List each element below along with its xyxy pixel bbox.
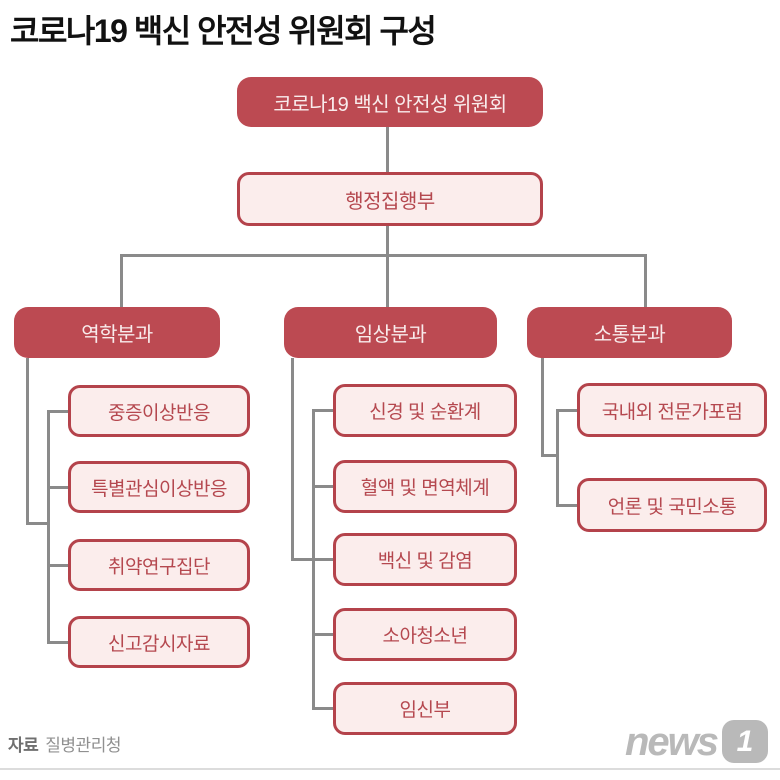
news1-logo-text: news — [624, 719, 719, 764]
source-value: 질병관리청 — [45, 736, 121, 755]
connector-line — [312, 409, 333, 412]
org-node-executive: 행정집행부 — [237, 172, 543, 226]
connector-line — [386, 127, 389, 172]
connector-line — [556, 409, 577, 412]
source-label: 자료 — [8, 736, 39, 755]
source-credit: 자료 질병관리청 — [8, 731, 121, 756]
org-node-child: 백신 및 감염 — [333, 533, 517, 586]
org-node-child: 신고감시자료 — [68, 616, 250, 668]
bottom-divider — [0, 768, 780, 770]
org-node-root: 코로나19 백신 안전성 위원회 — [237, 77, 543, 127]
org-node-branch-clinical: 임상분과 — [284, 307, 497, 358]
connector-line — [556, 409, 559, 507]
org-node-child: 취약연구집단 — [68, 539, 250, 591]
connector-line — [312, 707, 333, 710]
org-node-child: 국내외 전문가포럼 — [577, 383, 767, 437]
connector-line — [312, 485, 333, 488]
org-node-child: 소아청소년 — [333, 608, 517, 661]
news1-logo: news 1 — [625, 720, 768, 763]
connector-line — [47, 641, 68, 644]
org-node-child: 특별관심이상반응 — [68, 461, 250, 513]
connector-line — [47, 486, 68, 489]
connector-line — [312, 633, 333, 636]
connector-line — [541, 454, 559, 457]
news1-logo-badge-icon: 1 — [722, 720, 768, 763]
org-node-child: 언론 및 국민소통 — [577, 478, 767, 532]
connector-line — [26, 522, 50, 525]
connector-line — [26, 358, 29, 525]
connector-line — [386, 226, 389, 256]
connector-line — [312, 558, 333, 561]
connector-line — [47, 564, 68, 567]
org-node-child: 신경 및 순환계 — [333, 384, 517, 437]
org-node-child: 중증이상반응 — [68, 385, 250, 437]
connector-line — [47, 410, 68, 413]
connector-line — [556, 504, 577, 507]
connector-line — [644, 254, 647, 307]
connector-line — [291, 558, 315, 561]
page-title: 코로나19 백신 안전성 위원회 구성 — [10, 13, 437, 49]
connector-line — [386, 254, 389, 307]
connector-line — [120, 254, 647, 257]
connector-line — [541, 358, 544, 457]
org-node-child: 임신부 — [333, 682, 517, 735]
org-node-child: 혈액 및 면역체계 — [333, 460, 517, 513]
connector-line — [291, 358, 294, 561]
connector-line — [47, 410, 50, 644]
org-node-branch-communication: 소통분과 — [527, 307, 732, 358]
org-node-branch-epidemiology: 역학분과 — [14, 307, 220, 358]
connector-line — [120, 254, 123, 307]
